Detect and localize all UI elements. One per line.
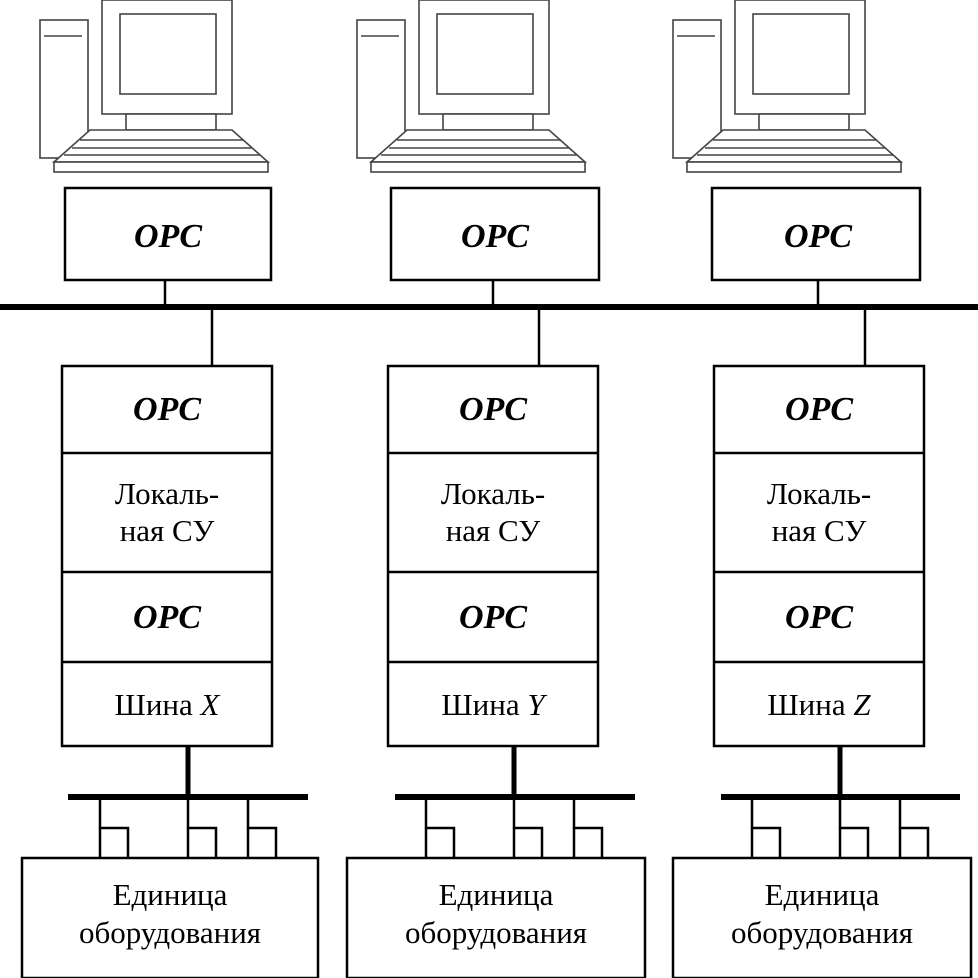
equipment-label-line2: оборудования [405,915,587,950]
monitor-icon [418,0,550,115]
controller-opc-bottom-label: OPC [459,599,527,636]
local-control-system-label-line1: Локаль- [767,476,871,511]
controller-opc-top-label: OPC [459,391,527,428]
equipment-label-line1: Единица [765,877,880,912]
workstation-opc-label: OPC [461,218,529,255]
equipment-unit-1: Единица оборудования [20,856,320,978]
local-control-system-label-line2: ная СУ [120,513,215,548]
controller-stack-1: OPC Локаль- ная СУ OPC Шина X [60,364,274,748]
monitor-icon [101,0,233,115]
fieldbus-connectors-1 [98,797,278,858]
local-control-system-label-line1: Локаль- [115,476,219,511]
fieldbus-label: Шина X [115,687,221,722]
fieldbus-label: Шина Y [441,687,547,722]
workstation-opc-box-1: OPC [63,186,273,282]
controller-stack-2: OPC Локаль- ная СУ OPC Шина Y [386,364,600,748]
controller-opc-top-label: OPC [133,391,201,428]
pc-tower-icon [356,19,406,159]
local-control-system-label-line2: ная СУ [446,513,541,548]
equipment-label-line2: оборудования [79,915,261,950]
equipment-label-line2: оборудования [731,915,913,950]
fieldbus-connectors-3 [750,797,930,858]
controller-stack-3: OPC Локаль- ная СУ OPC Шина Z [712,364,926,748]
workstation-opc-box-2: OPC [389,186,601,282]
monitor-icon [734,0,866,115]
equipment-label-line1: Единица [439,877,554,912]
keyboard-icon [51,129,271,173]
workstation-1 [39,0,271,173]
workstation-opc-box-3: OPC [710,186,922,282]
controller-opc-top-label: OPC [785,391,853,428]
local-control-system-label-line1: Локаль- [441,476,545,511]
local-control-system-label-line2: ная СУ [772,513,867,548]
fieldbus-label: Шина Z [767,687,871,722]
fieldbus-connectors-2 [424,797,604,858]
keyboard-icon [368,129,588,173]
keyboard-icon [684,129,904,173]
pc-tower-icon [672,19,722,159]
workstation-opc-label: OPC [134,218,202,255]
equipment-unit-3: Единица оборудования [671,856,973,978]
controller-opc-bottom-label: OPC [785,599,853,636]
workstation-2 [356,0,588,173]
workstation-3 [672,0,904,173]
workstation-opc-label: OPC [784,218,852,255]
equipment-unit-2: Единица оборудования [345,856,647,978]
controller-opc-bottom-label: OPC [133,599,201,636]
equipment-label-line1: Единица [113,877,228,912]
